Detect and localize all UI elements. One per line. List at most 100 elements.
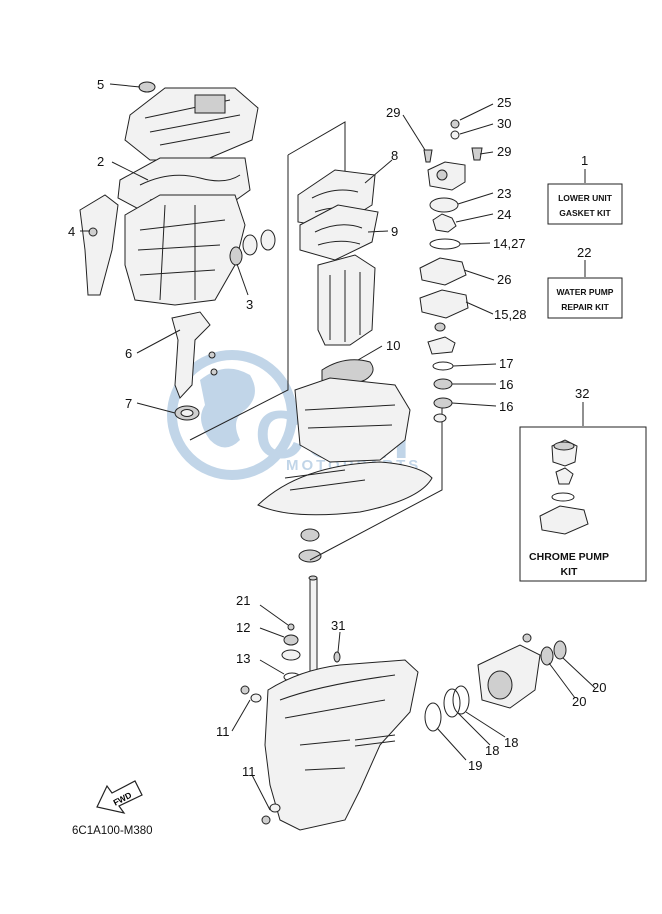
prop-shaft xyxy=(354,734,396,747)
callout-29-left: 29 xyxy=(386,105,400,120)
water-pump-kit-line1: WATER PUMP xyxy=(557,287,614,297)
driveshaft-top xyxy=(308,575,318,581)
water-pump-kit-box: WATER PUMP REPAIR KIT xyxy=(547,277,623,319)
callout-17: 17 xyxy=(499,356,513,371)
part-14-27-oring xyxy=(429,238,461,250)
watermark-globe xyxy=(167,350,297,480)
chrome-kit-line2: KIT xyxy=(561,566,579,578)
part-5-washer xyxy=(138,81,156,93)
chrome-pump-kit-box: CHROME PUMP KIT xyxy=(519,426,647,582)
callout-15-28: 15,28 xyxy=(494,307,527,322)
part-6-bolt xyxy=(210,368,218,376)
watermark-continents xyxy=(200,368,255,448)
washer-bottom xyxy=(433,413,447,423)
callout-4: 4 xyxy=(68,224,75,239)
callout-6: 6 xyxy=(125,346,132,361)
callout-1: 1 xyxy=(581,153,588,168)
callout-11-lower: 11 xyxy=(242,764,256,779)
callout-19: 19 xyxy=(468,758,482,773)
part-3-seal xyxy=(229,246,243,266)
part-31-pin xyxy=(333,651,341,663)
bearing-ring xyxy=(298,549,322,563)
part-29-bolt-right xyxy=(471,147,483,161)
part-18-oring-b xyxy=(452,685,470,715)
assembly-line-right xyxy=(309,398,443,561)
part-30-grommet xyxy=(450,130,460,140)
part-7-seal-inner xyxy=(180,409,194,417)
part-6-exhaust-guide xyxy=(171,311,211,399)
callout-22: 22 xyxy=(577,245,591,260)
part-15-28-gasket xyxy=(419,289,469,319)
part-6-bolt-b xyxy=(208,351,216,359)
anti-cavitation-plate xyxy=(257,461,433,516)
carrier-bolt xyxy=(522,633,532,643)
plate-fins xyxy=(284,469,366,491)
part-19-oring xyxy=(424,702,442,732)
part-20-seal-a xyxy=(540,646,554,666)
part-33-impeller-top xyxy=(553,441,575,451)
part-4-bolt xyxy=(88,227,98,237)
part-12b-bearing xyxy=(281,649,301,661)
callout-29-right: 29 xyxy=(497,144,511,159)
callout-32: 32 xyxy=(575,386,589,401)
fwd-arrow-icon: FWD xyxy=(96,780,143,814)
cartridge xyxy=(427,336,456,355)
part-5-boss xyxy=(194,94,226,114)
chrome-kit-line1: CHROME PUMP xyxy=(529,551,609,563)
chrome-kit-oring xyxy=(551,492,575,502)
bushing-2 xyxy=(260,229,276,251)
diagram-code: 6C1A100-M380 xyxy=(72,825,153,837)
pump-housing-boss xyxy=(436,169,448,181)
part-11-bolt-lower xyxy=(261,815,271,825)
small-collar xyxy=(434,322,446,332)
callout-7: 7 xyxy=(125,396,132,411)
part-20-seal-b xyxy=(553,640,567,660)
callout-8: 8 xyxy=(391,148,398,163)
gearcase-body xyxy=(264,659,419,831)
water-pump-group xyxy=(419,119,483,423)
gasket-kit-line2: GASKET KIT xyxy=(559,208,611,218)
callout-26: 26 xyxy=(497,272,511,287)
callout-14-27: 14,27 xyxy=(493,236,526,251)
callout-16-b: 16 xyxy=(499,399,513,414)
callout-9: 9 xyxy=(391,224,398,239)
callout-3: 3 xyxy=(246,297,253,312)
callout-18-b: 18 xyxy=(504,735,518,750)
callout-25: 25 xyxy=(497,95,511,110)
callout-2: 2 xyxy=(97,154,104,169)
part-11-bolt-upper xyxy=(240,685,250,695)
part-26-plate xyxy=(419,257,467,286)
gearcase-group xyxy=(240,575,567,831)
callout-30: 30 xyxy=(497,116,511,131)
callout-31: 31 xyxy=(331,618,345,633)
part-21-pin xyxy=(287,623,295,631)
part-11-washer-upper xyxy=(250,693,262,703)
part-18-oring-a xyxy=(443,688,461,718)
upper-casing-detail xyxy=(137,204,226,301)
callout-23: 23 xyxy=(497,186,511,201)
part-29-bolt-left xyxy=(423,149,433,163)
callout-13: 13 xyxy=(236,651,250,666)
bearing-top xyxy=(300,528,320,542)
part-11-washer-lower xyxy=(269,803,281,813)
upper-casing-group xyxy=(79,81,276,421)
callout-11-upper: 11 xyxy=(216,724,230,739)
gasket-kit-box: LOWER UNIT GASKET KIT xyxy=(547,183,623,225)
callout-24: 24 xyxy=(497,207,511,222)
chrome-kit-key xyxy=(555,467,574,485)
lower-casing-upper xyxy=(294,377,411,463)
callout-20-b: 20 xyxy=(592,680,606,695)
part-17-oring xyxy=(432,361,454,371)
part-25-grommet xyxy=(450,119,460,129)
bearing-carrier-bore xyxy=(487,670,513,700)
part-16-seal-b xyxy=(433,397,453,409)
part-4-bracket xyxy=(79,194,119,296)
callout-5: 5 xyxy=(97,77,104,92)
bushing-1 xyxy=(242,234,258,256)
part-24-impeller xyxy=(432,213,457,233)
gearcase-detail xyxy=(279,674,396,771)
part-34-plate xyxy=(539,505,589,535)
lower-casing-upper-detail xyxy=(304,404,396,429)
callout-16-a: 16 xyxy=(499,377,513,392)
